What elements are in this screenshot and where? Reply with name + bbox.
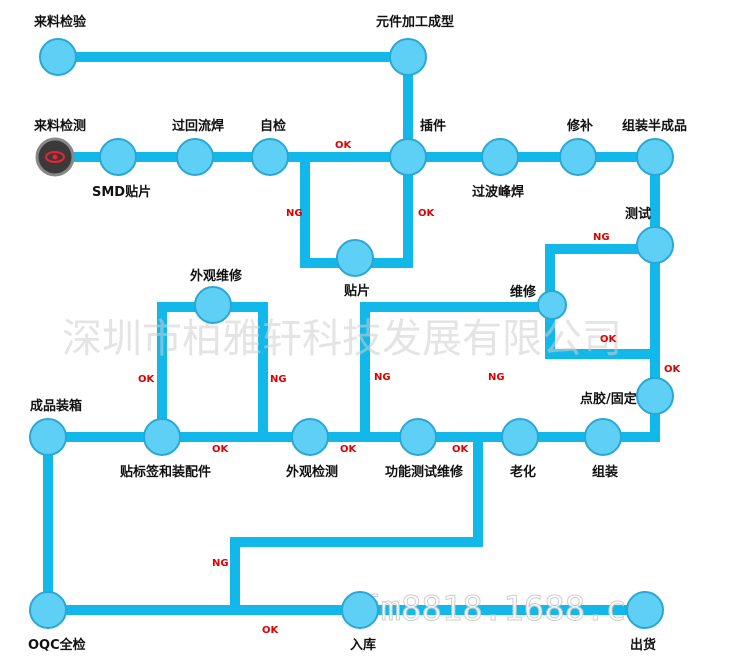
node-wave-solder[interactable] — [481, 138, 519, 176]
label-wave-solder: 过波峰焊 — [472, 184, 524, 200]
watermark-company: 深圳市柏雅轩科技发展有限公司 — [62, 316, 622, 362]
node-repair[interactable] — [537, 290, 567, 320]
label-assembly: 组装 — [592, 464, 618, 480]
node-shipment[interactable] — [626, 591, 664, 629]
edge-label-ok: OK — [138, 374, 156, 385]
label-packing: 成品装箱 — [30, 398, 82, 414]
start-eye-icon — [45, 151, 65, 163]
line-aging-ng-down — [230, 437, 483, 610]
label-component-forming: 元件加工成型 — [376, 14, 454, 30]
node-function-test[interactable] — [399, 418, 437, 456]
label-repair: 维修 — [510, 284, 537, 300]
node-insert[interactable] — [389, 138, 427, 176]
node-warehouse[interactable] — [341, 591, 379, 629]
edge-label-ng: NG — [488, 372, 505, 383]
nodes — [29, 38, 674, 629]
node-component-forming[interactable] — [389, 38, 427, 76]
edge-label-ok: OK — [600, 334, 618, 345]
label-function-test: 功能测试维修 — [385, 464, 464, 480]
node-patch[interactable] — [336, 239, 374, 277]
edge-label-ok: OK — [664, 364, 682, 375]
node-dispense-fix[interactable] — [636, 377, 674, 415]
edge-label-ng: NG — [286, 208, 303, 219]
label-visual-repair: 外观维修 — [189, 268, 243, 284]
node-touch-up[interactable] — [559, 138, 597, 176]
edge-label-ok: OK — [452, 444, 470, 455]
label-incoming-inspection: 来料检验 — [33, 14, 87, 30]
node-visual-repair[interactable] — [194, 286, 232, 324]
label-semi-finished: 组装半成品 — [622, 118, 687, 134]
edge-label-ng: NG — [212, 558, 229, 569]
label-shipment: 出货 — [630, 637, 656, 653]
label-test: 测试 — [625, 206, 651, 222]
label-incoming-test: 来料检测 — [33, 118, 86, 134]
node-test[interactable] — [636, 226, 674, 264]
node-assembly[interactable] — [584, 418, 622, 456]
node-label-assembly[interactable] — [143, 418, 181, 456]
label-smd-mount: SMD贴片 — [92, 184, 151, 200]
edge-label-ok: OK — [340, 444, 358, 455]
label-aging: 老化 — [509, 464, 536, 480]
node-incoming-inspection[interactable] — [39, 38, 77, 76]
node-incoming-test[interactable] — [35, 137, 75, 177]
watermark-site: fm8818.1688.co — [360, 589, 647, 629]
edge-label-ok: OK — [335, 140, 353, 151]
line-repair-to-mid — [360, 302, 550, 437]
edge-label-ng: NG — [593, 232, 610, 243]
node-self-check[interactable] — [251, 138, 289, 176]
node-oqc[interactable] — [29, 591, 67, 629]
label-touch-up: 修补 — [566, 118, 593, 134]
label-patch: 贴片 — [344, 283, 370, 299]
label-dispense-fix: 点胶/固定 — [580, 391, 637, 407]
node-packing[interactable] — [29, 418, 67, 456]
edge-label-ng: NG — [270, 374, 287, 385]
node-semi-finished[interactable] — [636, 138, 674, 176]
node-visual-inspection[interactable] — [291, 418, 329, 456]
node-aging[interactable] — [501, 418, 539, 456]
edge-label-ok: OK — [418, 208, 436, 219]
label-visual-inspection: 外观检测 — [285, 464, 338, 480]
edge-label-ok: OK — [212, 444, 230, 455]
label-warehouse: 入库 — [350, 637, 376, 653]
node-smd-mount[interactable] — [99, 138, 137, 176]
label-label-assembly: 贴标签和装配件 — [120, 464, 211, 480]
edge-label-ng: NG — [374, 372, 391, 383]
label-self-check: 自检 — [260, 118, 286, 134]
label-insert: 插件 — [420, 118, 446, 134]
edge-label-ok: OK — [262, 625, 280, 636]
node-reflow[interactable] — [176, 138, 214, 176]
label-reflow: 过回流焊 — [172, 118, 224, 134]
label-oqc: OQC全检 — [28, 637, 86, 653]
